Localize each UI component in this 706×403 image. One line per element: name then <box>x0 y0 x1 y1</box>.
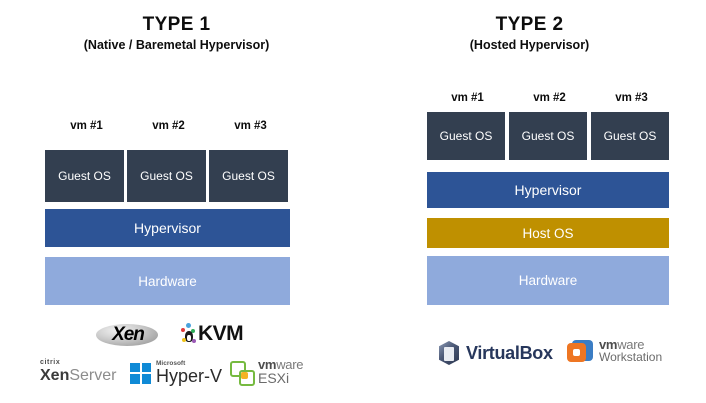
xenserver-wordmark-bold: Xen <box>40 367 70 384</box>
vmware-esxi-puzzle-icon <box>230 360 255 386</box>
type1-guest-os-box-2: Guest OS <box>127 150 206 202</box>
type2-hardware-label: Hardware <box>518 273 578 288</box>
xen-wordmark: Xen <box>112 324 145 345</box>
type2-vm-label-1: vm #1 <box>451 92 484 104</box>
xenserver-wordmark-light: Server <box>69 367 117 384</box>
xen-ellipse-icon <box>96 324 158 346</box>
type2-guest-os-label-2: Guest OS <box>521 129 575 143</box>
logo-vmware-workstation: vmware Workstation <box>567 338 662 364</box>
hyper-v-wordmark: Hyper-V <box>156 366 223 386</box>
logo-microsoft-hyper-v: Microsoft Hyper-V <box>130 360 222 386</box>
type1-hypervisor-label: Hypervisor <box>134 220 201 236</box>
type1-subtitle: (Native / Baremetal Hypervisor) <box>83 38 270 52</box>
type1-hardware-label: Hardware <box>138 273 197 289</box>
vmware-ws-brandmark-light: ware <box>617 337 645 352</box>
kvm-wordmark: KVM <box>198 322 244 345</box>
type1-guest-os-box-3: Guest OS <box>209 150 288 202</box>
vmware-ws-brandmark-bold: vm <box>599 337 618 352</box>
type1-guest-os-label-2: Guest OS <box>140 169 193 183</box>
type1-title: TYPE 1 <box>142 14 211 35</box>
kvm-mascot-icon <box>180 323 197 345</box>
type2-vm-label-2: vm #2 <box>533 92 566 104</box>
type1-vm-label-2: vm #2 <box>152 120 185 132</box>
workstation-wordmark: Workstation <box>599 350 663 364</box>
vmware-brandmark-bold: vm <box>258 357 277 372</box>
type2-host-os-layer: Host OS <box>427 218 669 248</box>
esxi-wordmark: ESXi <box>258 370 290 386</box>
type2-hardware-layer: Hardware <box>427 256 669 305</box>
type1-vm-label-3: vm #3 <box>234 120 267 132</box>
type2-guest-os-box-1: Guest OS <box>427 112 505 160</box>
type2-host-os-label: Host OS <box>522 225 574 241</box>
logo-kvm: KVM <box>180 322 244 346</box>
windows-icon <box>130 362 151 384</box>
logo-citrix-xenserver: citrix XenServer <box>40 358 116 384</box>
panel-type-1: TYPE 1 (Native / Baremetal Hypervisor) v… <box>40 14 303 386</box>
type2-guest-os-box-2: Guest OS <box>509 112 587 160</box>
type2-title: TYPE 2 <box>495 14 564 35</box>
logo-vmware-esxi: vmware ESXi <box>230 358 303 386</box>
vmware-brandmark-light: ware <box>276 357 304 372</box>
xen-icon: Xen <box>92 322 164 348</box>
type2-hypervisor-layer: Hypervisor <box>427 172 669 208</box>
type2-guest-os-label-1: Guest OS <box>439 129 493 143</box>
type1-guest-os-label-1: Guest OS <box>58 169 111 183</box>
type1-vm-label-1: vm #1 <box>70 120 103 132</box>
type2-subtitle: (Hosted Hypervisor) <box>469 38 590 52</box>
type1-guest-os-box-1: Guest OS <box>45 150 124 202</box>
type1-hypervisor-layer: Hypervisor <box>45 209 290 247</box>
virtualbox-cube-icon <box>437 340 461 366</box>
virtualbox-wordmark: VirtualBox <box>466 342 553 363</box>
type1-hardware-layer: Hardware <box>45 257 290 305</box>
logo-virtualbox: VirtualBox <box>437 340 553 366</box>
type1-guest-os-label-3: Guest OS <box>222 169 275 183</box>
logo-xen: Xen <box>92 322 164 348</box>
type2-hypervisor-label: Hypervisor <box>514 182 582 198</box>
microsoft-brandmark: Microsoft <box>156 360 186 367</box>
type2-guest-os-label-3: Guest OS <box>603 129 657 143</box>
panel-type-2: TYPE 2 (Hosted Hypervisor) vm #1 vm #2 v… <box>353 0 706 403</box>
type2-vm-label-3: vm #3 <box>615 92 648 104</box>
citrix-brandmark: citrix <box>40 359 61 366</box>
vmware-workstation-squares-icon <box>567 338 593 364</box>
type2-guest-os-box-3: Guest OS <box>591 112 669 160</box>
